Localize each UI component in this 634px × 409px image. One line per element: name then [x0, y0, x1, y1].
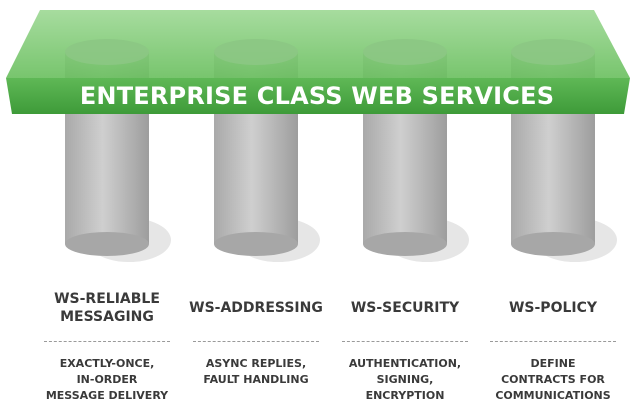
pillar-description-line: EXACTLY-ONCE,: [59, 357, 155, 370]
pillar-description-line: SIGNING,: [376, 373, 434, 386]
pillar-title-line: WS-RELIABLE: [54, 291, 160, 307]
column-ws-policy: WS-POLICY DEFINE CONTRACTS FOR COMMUNICATIO…: [478, 0, 628, 409]
column-ws-reliable-messaging: WS-RELIABLE MESSAGING EXACTLY-ONCE, IN-ORDE…: [32, 0, 182, 409]
pillar-description-line: FAULT HANDLING: [203, 373, 309, 386]
pillar-description-line: ASYNC REPLIES,: [205, 357, 307, 370]
dashed-divider: [193, 341, 319, 342]
pillar-cap: [65, 39, 149, 65]
pillar-title-line: WS-ADDRESSING: [189, 300, 323, 316]
pillar-title: WS-RELIABLE MESSAGING: [32, 290, 182, 326]
pillar-description-line: MESSAGE DELIVERY: [45, 389, 169, 402]
pillar-description-line: IN-ORDER: [76, 373, 138, 386]
column-ws-security: WS-SECURITY AUTHENTICATION, SIGNING, ENCRYP…: [330, 0, 480, 409]
pillar-title: WS-ADDRESSING: [181, 299, 331, 317]
pillar-description-line: COMMUNICATIONS: [495, 389, 611, 402]
dashed-divider: [342, 341, 468, 342]
pillar-description-line: AUTHENTICATION,: [348, 357, 462, 370]
column-ws-addressing: WS-ADDRESSING ASYNC REPLIES, FAULT HANDLIN…: [181, 0, 331, 409]
pillar-description: DEFINE CONTRACTS FOR COMMUNICATIONS: [478, 356, 628, 404]
pillar-base: [511, 232, 595, 256]
dashed-divider: [490, 341, 616, 342]
pillar-base: [363, 232, 447, 256]
pillar-title: WS-POLICY: [478, 299, 628, 317]
pillar-title-line: WS-POLICY: [508, 300, 598, 316]
pillar-base: [214, 232, 298, 256]
pillar-description-line: ENCRYPTION: [365, 389, 445, 402]
banner-slab: [6, 10, 630, 114]
pillar-title: WS-SECURITY: [330, 299, 480, 317]
pillar-cap: [511, 39, 595, 65]
pillar-description: ASYNC REPLIES, FAULT HANDLING: [181, 356, 331, 388]
pillar-title-line: MESSAGING: [60, 309, 154, 325]
pillar-title-line: WS-SECURITY: [350, 300, 460, 316]
banner-title: ENTERPRISE CLASS WEB SERVICES: [79, 82, 555, 110]
dashed-divider: [44, 341, 170, 342]
pillar-description: EXACTLY-ONCE, IN-ORDER MESSAGE DELIVERY: [32, 356, 182, 404]
pillar-description-line: CONTRACTS FOR: [501, 373, 605, 386]
pillar-cap: [214, 39, 298, 65]
pillar-base: [65, 232, 149, 256]
pillar-description-line: DEFINE: [530, 357, 576, 370]
pillar-cap: [363, 39, 447, 65]
pillar-description: AUTHENTICATION, SIGNING, ENCRYPTION: [330, 356, 480, 404]
